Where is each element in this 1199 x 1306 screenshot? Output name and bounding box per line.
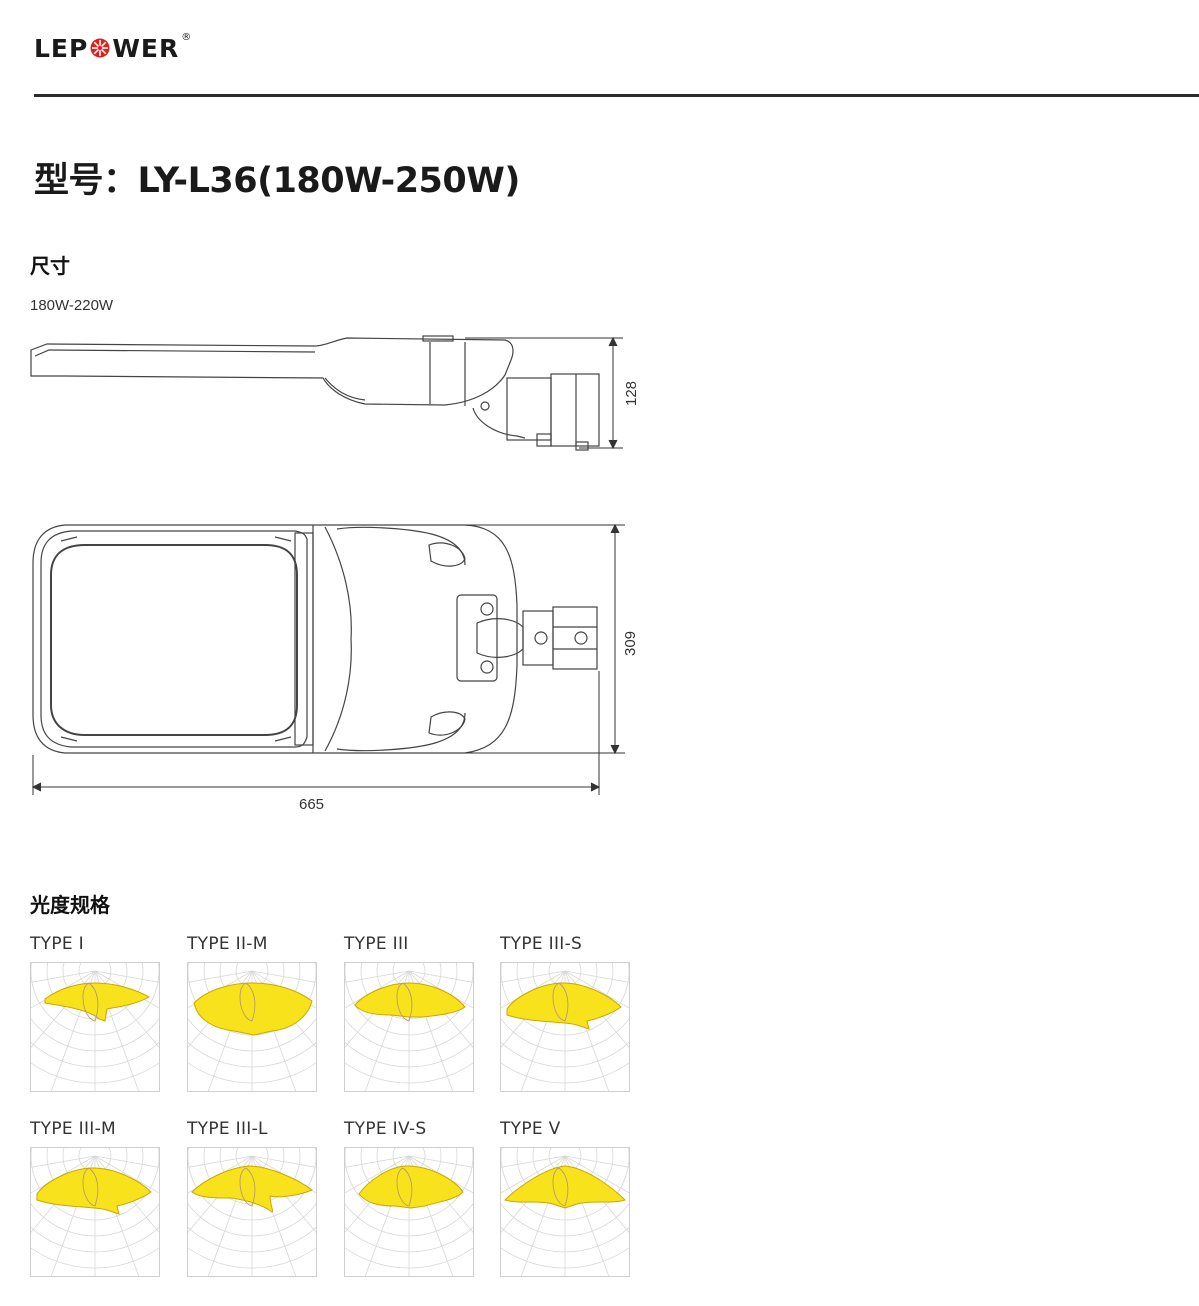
side-view-drawing bbox=[30, 335, 623, 451]
distribution-curve bbox=[354, 982, 466, 1018]
variant-label: 180W-220W bbox=[30, 297, 114, 314]
distribution-curve bbox=[506, 982, 622, 1030]
distribution-label: TYPE III bbox=[344, 934, 409, 954]
distribution-chart bbox=[500, 1147, 630, 1277]
dimension-height: 128 bbox=[623, 380, 640, 406]
distribution-chart bbox=[344, 1147, 474, 1277]
distribution-curve bbox=[36, 1167, 152, 1215]
distribution-curve bbox=[358, 1165, 464, 1209]
distribution-chart bbox=[30, 1147, 160, 1277]
distribution-curve bbox=[193, 982, 313, 1036]
distribution-label: TYPE V bbox=[500, 1119, 561, 1139]
brand-logo: LEP WER ® bbox=[34, 32, 193, 63]
dimension-width: 309 bbox=[622, 630, 639, 656]
dimension-length: 665 bbox=[299, 796, 325, 813]
section-photometrics: 光度规格 bbox=[30, 893, 110, 917]
distribution-chart bbox=[187, 1147, 317, 1277]
brand-name-right: WER bbox=[112, 34, 180, 63]
distribution-label: TYPE III-L bbox=[187, 1119, 268, 1139]
registered-mark: ® bbox=[181, 32, 193, 43]
power-symbol-icon bbox=[89, 36, 111, 58]
header-rule bbox=[34, 94, 1199, 97]
distribution-label: TYPE I bbox=[30, 934, 84, 954]
distribution-chart bbox=[187, 962, 317, 1092]
distribution-label: TYPE IV-S bbox=[344, 1119, 427, 1139]
distribution-curve bbox=[504, 1165, 626, 1209]
top-view-drawing bbox=[31, 523, 625, 795]
distribution-chart bbox=[30, 962, 160, 1092]
distribution-label: TYPE III-S bbox=[500, 934, 583, 954]
distribution-chart bbox=[344, 962, 474, 1092]
distribution-curve bbox=[191, 1165, 313, 1213]
model-title: 型号：LY-L36(180W-250W) bbox=[34, 161, 520, 201]
brand-name-left: LEP bbox=[34, 34, 89, 63]
distribution-chart bbox=[500, 962, 630, 1092]
distribution-label: TYPE III-M bbox=[30, 1119, 117, 1139]
section-dimensions: 尺寸 bbox=[30, 254, 70, 278]
distribution-label: TYPE II-M bbox=[187, 934, 268, 954]
